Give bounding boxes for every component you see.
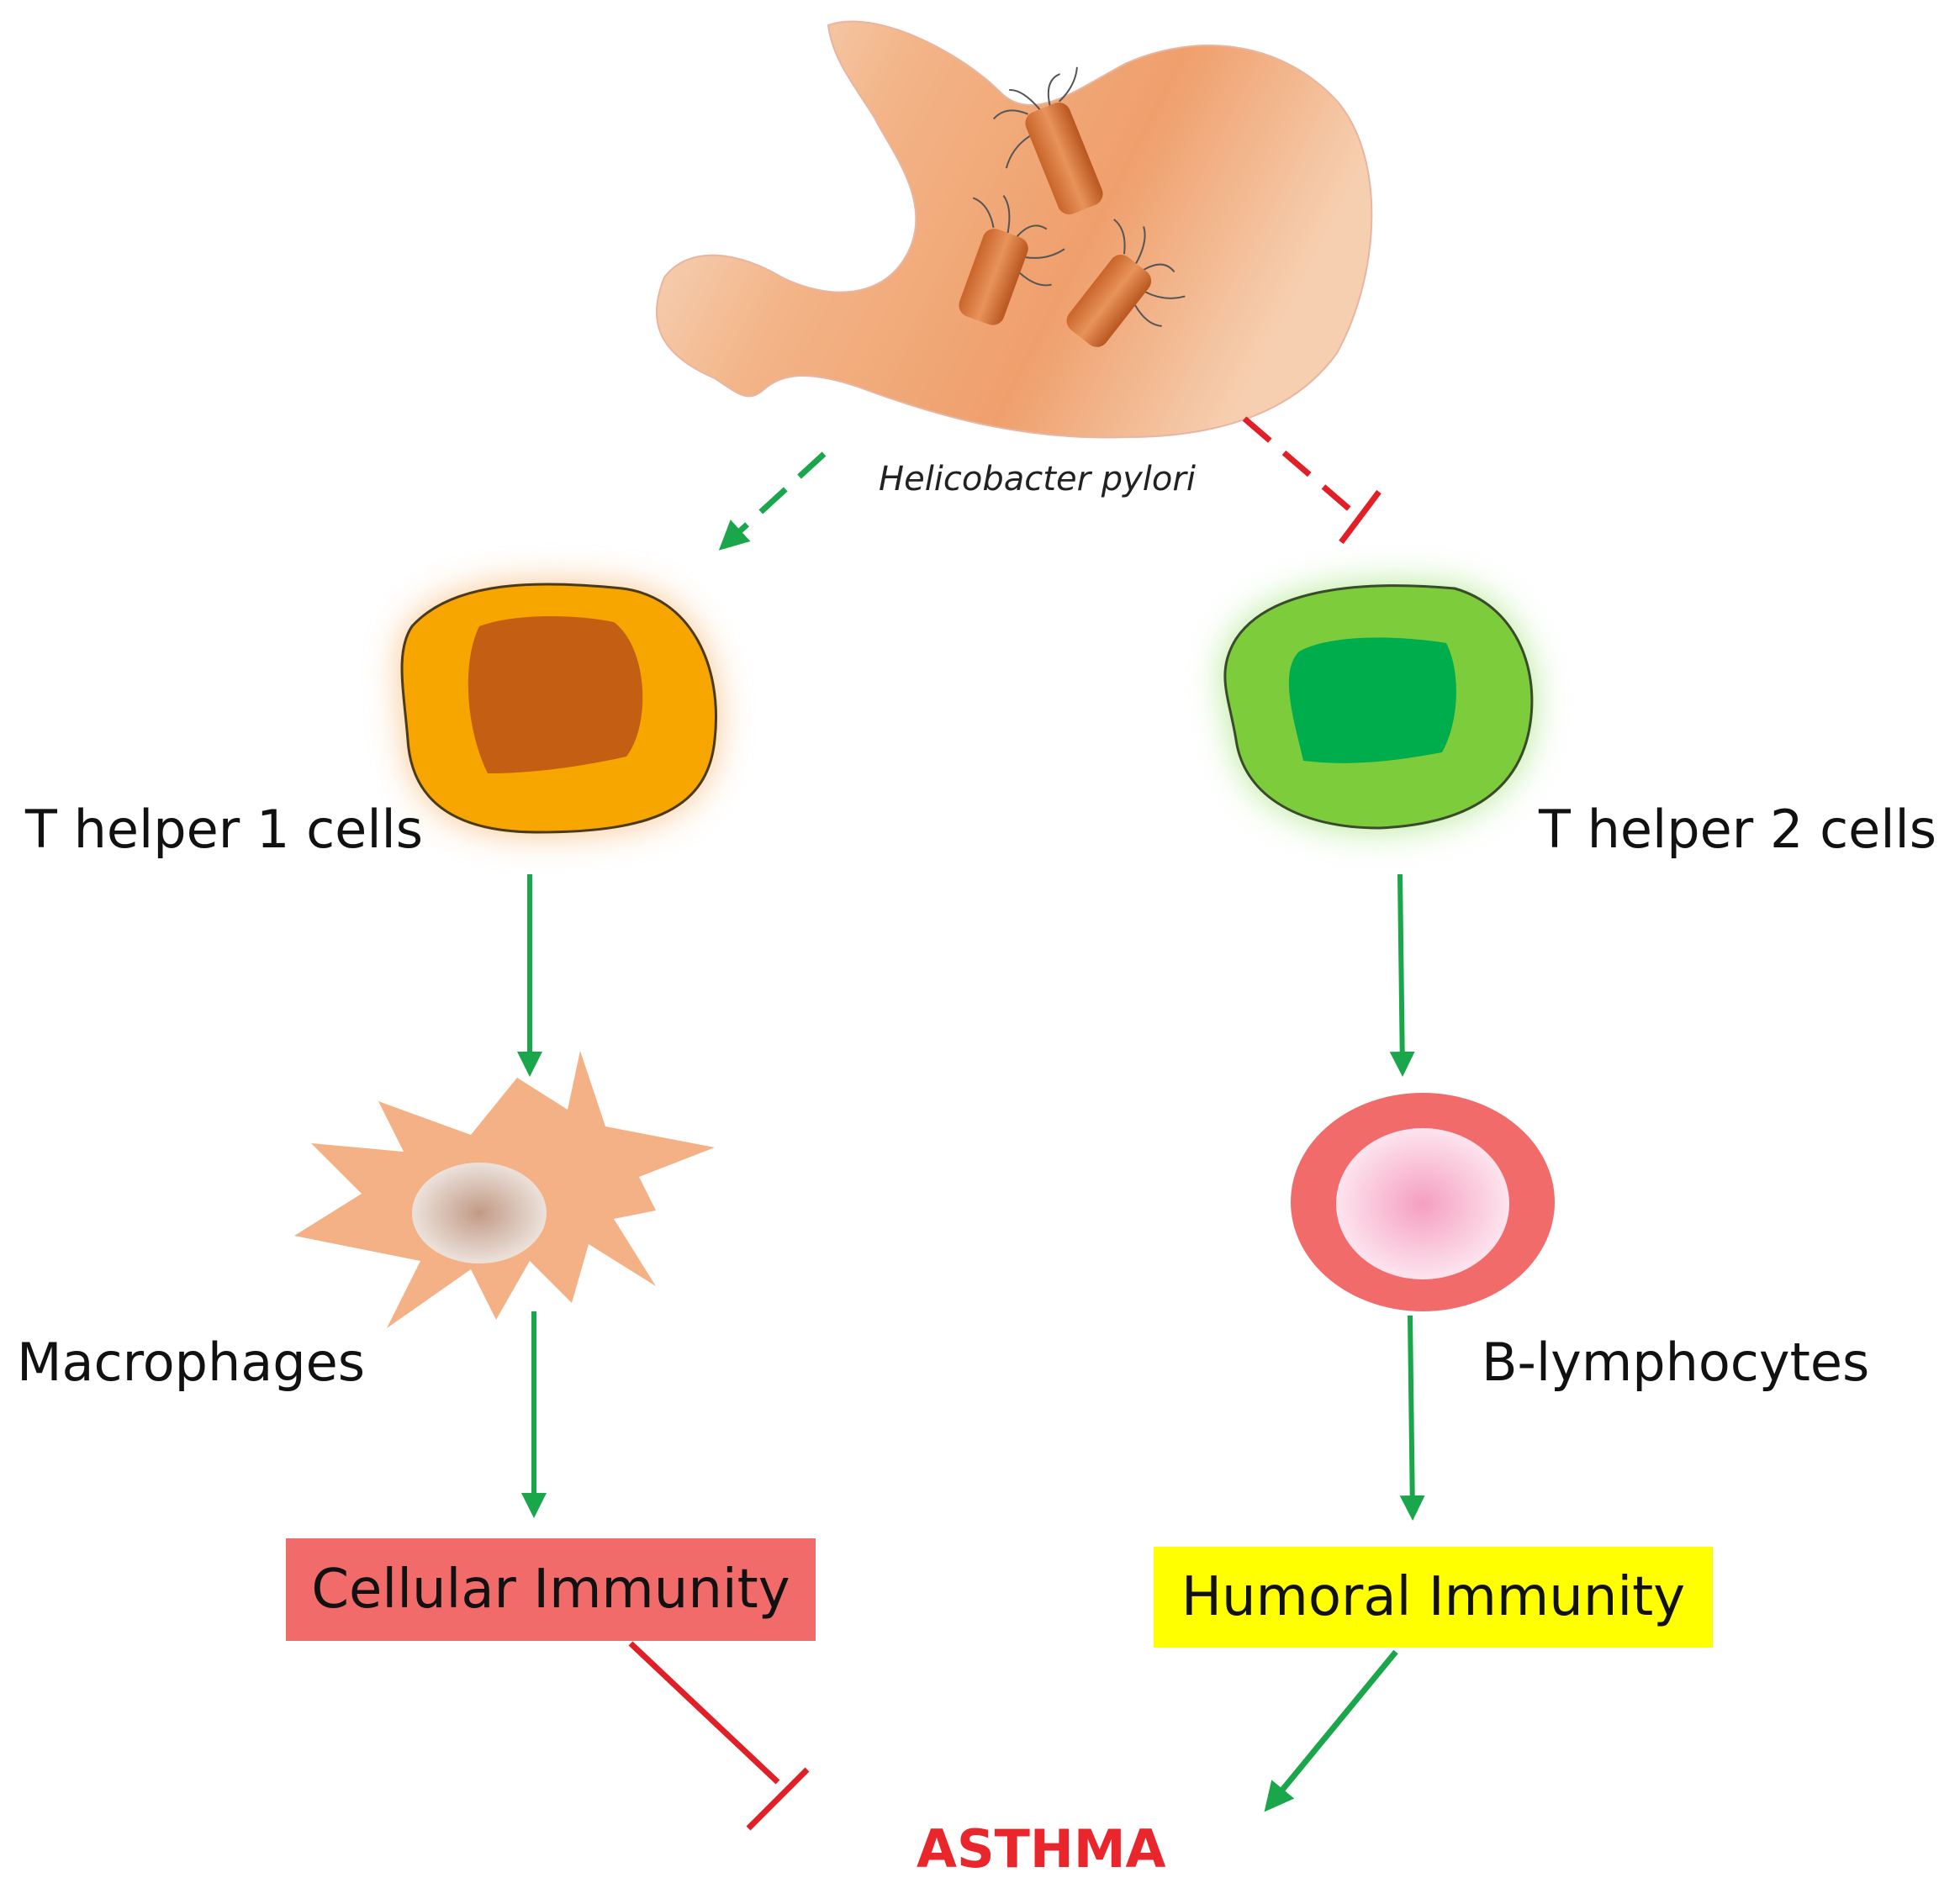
th2-label: T helper 2 cells [1539, 799, 1937, 860]
cellular-immunity-label: Cellular Immunity [311, 1559, 790, 1621]
humoral-immunity-box: Humoral Immunity [1154, 1547, 1713, 1648]
th1-label: T helper 1 cells [25, 799, 424, 860]
stomach-illustration [655, 20, 1373, 439]
th1-nucleus [468, 616, 643, 773]
th1-cell [400, 583, 717, 834]
th2-nucleus [1288, 637, 1456, 763]
arrow-b-lymphocytes-to-humoral [1399, 1315, 1425, 1521]
asthma-label: ASTHMA [917, 1818, 1166, 1880]
bacterium-1 [993, 66, 1103, 215]
macrophage-cell [294, 1051, 715, 1328]
humoral-immunity-label: Humoral Immunity [1181, 1566, 1686, 1628]
bacterium-2 [959, 195, 1065, 325]
b-lymphocytes-label: B-lymphocytes [1482, 1332, 1870, 1393]
bacterium-3 [1066, 219, 1186, 347]
helicobacter-pylori-label: Helicobacter pylori [879, 460, 1196, 498]
b-lymphocyte-cell [1291, 1093, 1555, 1311]
activate-humoral-to-asthma [1264, 1649, 1398, 1812]
dashed-inhibition-arrow [1242, 416, 1382, 545]
arrow-th2-to-b-lymphocytes [1389, 873, 1415, 1077]
macrophages-label: Macrophages [17, 1332, 366, 1393]
dashed-activation-arrow [718, 451, 827, 551]
macrophage-nucleus [412, 1163, 547, 1263]
inhibit-cellular-to-asthma [628, 1641, 810, 1831]
th2-cell [1223, 584, 1534, 830]
b-lymphocyte-nucleus [1336, 1128, 1509, 1279]
cellular-immunity-box: Cellular Immunity [286, 1538, 816, 1641]
stomach-shape [655, 20, 1373, 439]
